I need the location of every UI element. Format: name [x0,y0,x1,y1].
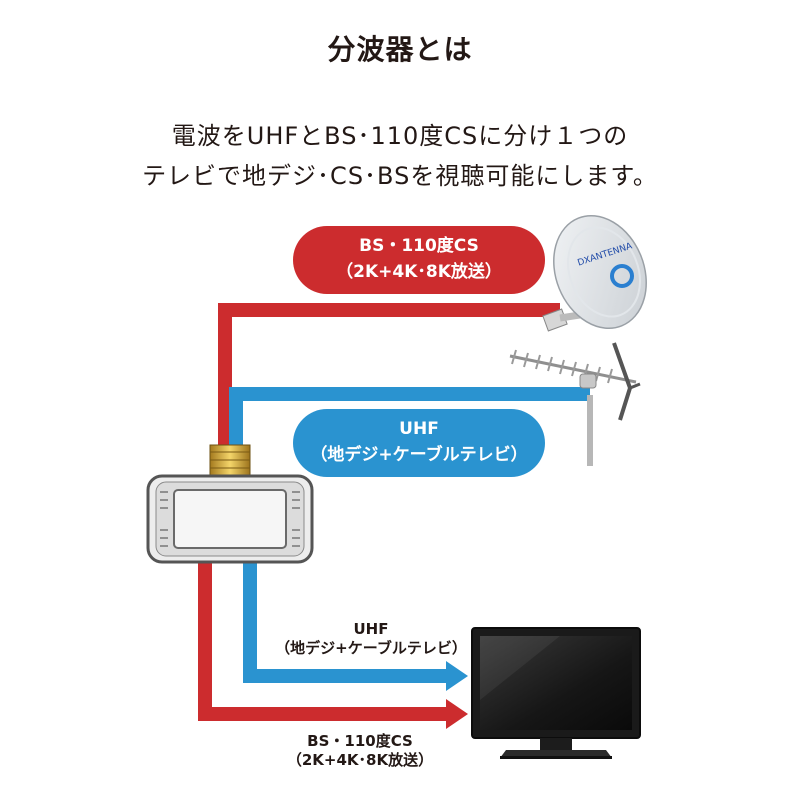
bs-output-line [198,560,456,721]
page-title: 分波器とは [327,33,473,66]
description-line-1: 電波をUHFとBS･110度CSに分け１つの [171,122,629,150]
bs-output-label: BS・110度CS （2K+4K･8K放送） [260,732,460,770]
bs-input-label-line-1: BS・110度CS [359,236,479,256]
uhf-output-label-line-2: （地デジ+ケーブルテレビ） [275,639,467,657]
uhf-input-label: UHF （地デジ+ケーブルテレビ） [293,409,545,477]
description-line-2: テレビで地デジ･CS･BSを視聴可能にします。 [142,162,658,190]
satellite-dish-icon: DXANTENNA [542,215,647,332]
uhf-input-line [229,387,590,458]
uhf-output-line [243,560,456,683]
bs-output-label-line-2: （2K+4K･8K放送） [286,751,434,769]
uhf-input-label-line-2: （地デジ+ケーブルテレビ） [310,445,528,465]
uhf-output-arrowhead [446,661,468,691]
splitter-icon [146,444,314,564]
bs-input-line [218,303,560,460]
uhf-output-label: UHF （地デジ+ケーブルテレビ） [266,620,476,658]
uhf-input-label-line-1: UHF [399,419,439,439]
bs-input-label-line-2: （2K+4K･8K放送） [336,262,502,282]
bs-input-label: BS・110度CS （2K+4K･8K放送） [293,226,545,294]
bs-output-label-line-1: BS・110度CS [307,732,413,750]
bs-output-arrowhead [446,699,468,729]
television-icon [471,627,641,759]
uhf-output-label-line-1: UHF [353,620,389,638]
uhf-antenna-icon [509,342,641,466]
